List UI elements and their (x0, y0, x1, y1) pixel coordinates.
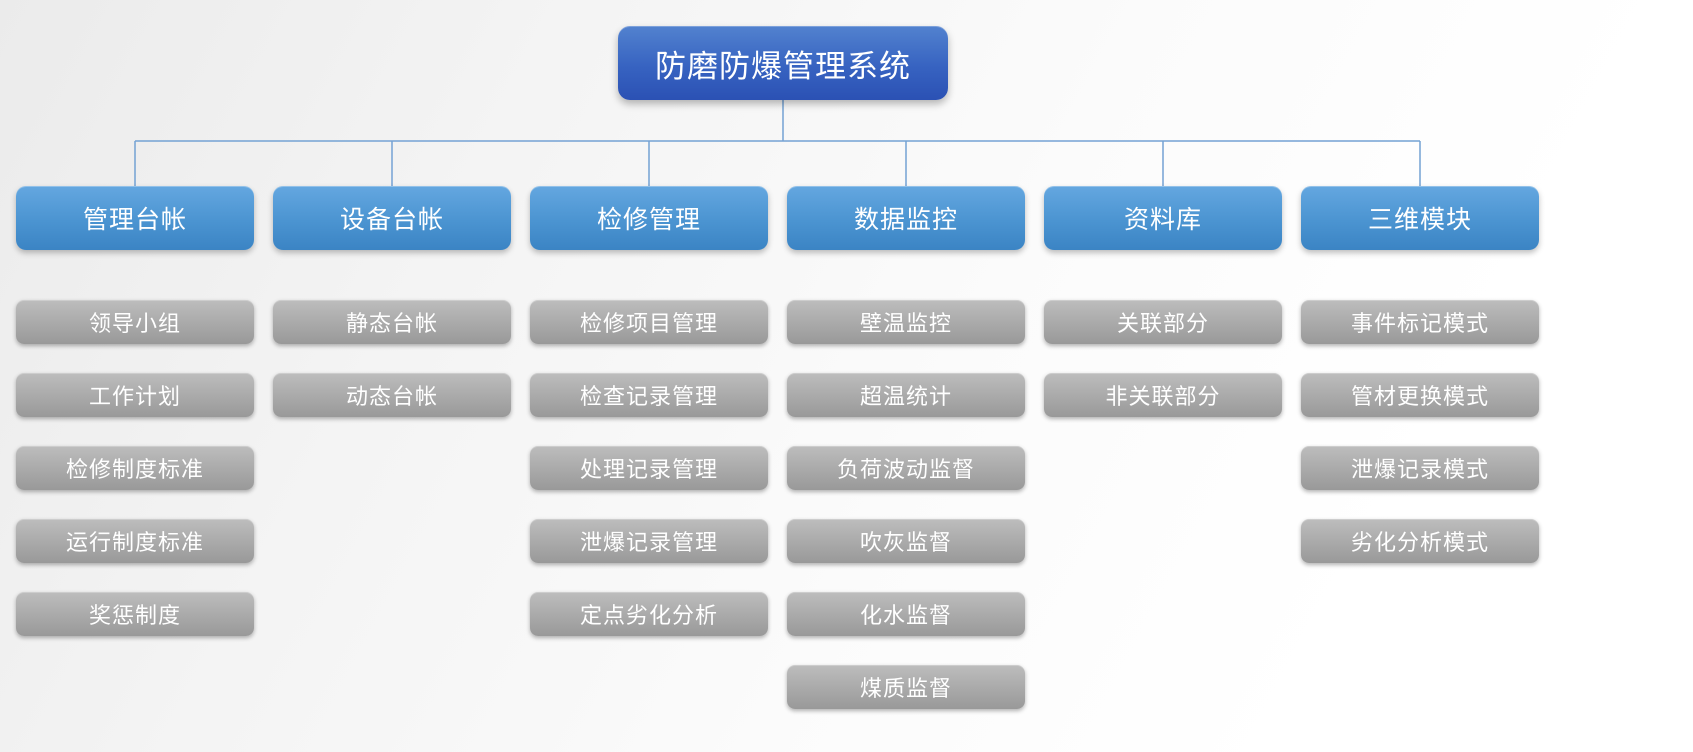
leaf-node: 检修制度标准 (16, 446, 254, 490)
branch-node-management-ledger: 管理台帐 (16, 186, 254, 250)
leaf-node: 定点劣化分析 (530, 592, 768, 636)
leaf-label: 负荷波动监督 (836, 457, 975, 482)
leaf-label: 劣化分析模式 (1350, 530, 1489, 555)
leaf-node: 超温统计 (787, 373, 1025, 417)
leaf-node: 化水监督 (787, 592, 1025, 636)
connector-path (134, 100, 1421, 186)
leaf-label: 定点劣化分析 (579, 603, 718, 628)
leaf-node: 管材更换模式 (1301, 373, 1539, 417)
root-node-system: 防磨防爆管理系统 (618, 26, 948, 100)
leaf-label: 处理记录管理 (579, 457, 718, 482)
leaf-node: 泄爆记录模式 (1301, 446, 1539, 490)
leaf-node: 负荷波动监督 (787, 446, 1025, 490)
leaf-node: 关联部分 (1044, 300, 1282, 344)
leaf-label: 泄爆记录管理 (579, 530, 718, 555)
branch-node-maintenance-management: 检修管理 (530, 186, 768, 250)
leaf-label: 化水监督 (859, 603, 952, 628)
leaf-label: 壁温监控 (859, 311, 952, 336)
leaf-label: 事件标记模式 (1350, 311, 1489, 336)
branch-node-data-monitoring: 数据监控 (787, 186, 1025, 250)
leaf-node: 工作计划 (16, 373, 254, 417)
leaf-node: 煤质监督 (787, 665, 1025, 709)
leaf-label: 煤质监督 (859, 676, 952, 701)
leaf-label: 超温统计 (859, 384, 952, 409)
branch-label: 检修管理 (596, 206, 701, 234)
leaf-label: 泄爆记录模式 (1350, 457, 1489, 482)
leaf-label: 吹灰监督 (859, 530, 952, 555)
leaf-node: 检查记录管理 (530, 373, 768, 417)
leaf-label: 奖惩制度 (88, 603, 181, 628)
leaf-node: 静态台帐 (273, 300, 511, 344)
leaf-node: 吹灰监督 (787, 519, 1025, 563)
leaf-node: 领导小组 (16, 300, 254, 344)
branch-label: 三维模块 (1367, 206, 1472, 234)
branch-node-database: 资料库 (1044, 186, 1282, 250)
branch-label: 数据监控 (853, 206, 958, 234)
leaf-node: 处理记录管理 (530, 446, 768, 490)
leaf-node: 奖惩制度 (16, 592, 254, 636)
branch-node-equipment-ledger: 设备台帐 (273, 186, 511, 250)
leaf-node: 劣化分析模式 (1301, 519, 1539, 563)
leaf-label: 检修项目管理 (579, 311, 718, 336)
leaf-label: 领导小组 (88, 311, 181, 336)
branch-label: 设备台帐 (339, 206, 444, 234)
branch-node-3d-module: 三维模块 (1301, 186, 1539, 250)
branch-label: 资料库 (1123, 206, 1202, 234)
leaf-node: 运行制度标准 (16, 519, 254, 563)
leaf-node: 泄爆记录管理 (530, 519, 768, 563)
leaf-label: 静态台帐 (345, 311, 438, 336)
root-node-label: 防磨防爆管理系统 (655, 48, 911, 84)
leaf-label: 动态台帐 (345, 384, 438, 409)
leaf-node: 检修项目管理 (530, 300, 768, 344)
leaf-node: 非关联部分 (1044, 373, 1282, 417)
leaf-label: 非关联部分 (1105, 384, 1221, 409)
leaf-node: 壁温监控 (787, 300, 1025, 344)
leaf-node: 事件标记模式 (1301, 300, 1539, 344)
leaf-label: 工作计划 (88, 384, 181, 409)
branch-label: 管理台帐 (82, 206, 187, 234)
leaf-label: 管材更换模式 (1350, 384, 1489, 409)
leaf-node: 动态台帐 (273, 373, 511, 417)
leaf-label: 检修制度标准 (65, 457, 204, 482)
leaf-label: 关联部分 (1116, 311, 1209, 336)
leaf-label: 运行制度标准 (65, 530, 204, 555)
leaf-label: 检查记录管理 (579, 384, 718, 409)
